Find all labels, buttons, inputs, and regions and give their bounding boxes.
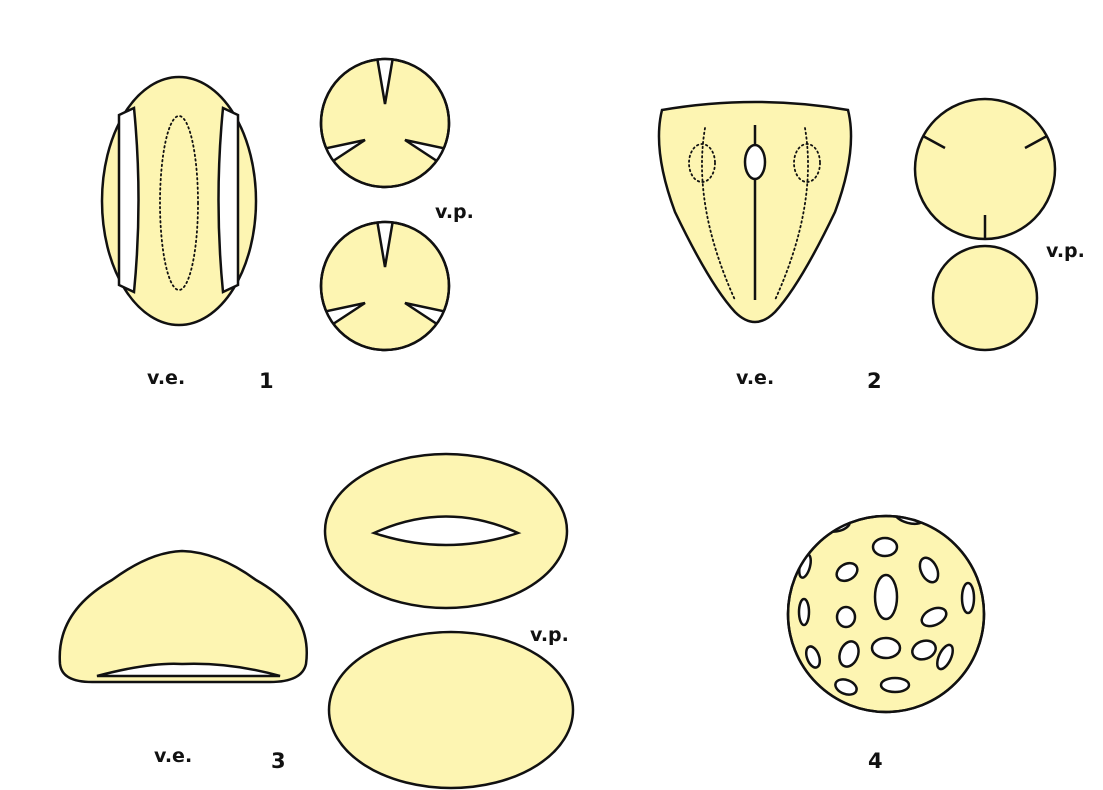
- fig3-number: 3: [271, 749, 286, 773]
- fig3-polar-view-top: [325, 454, 567, 608]
- fig2-polar-view-bottom: [933, 246, 1037, 350]
- fig3-ve-label: v.e.: [154, 745, 192, 767]
- fig1-vp-label: v.p.: [435, 201, 474, 223]
- fig4-number: 4: [868, 749, 883, 773]
- fig1-number: 1: [259, 369, 274, 393]
- fig2-polar-view-top: [915, 99, 1055, 239]
- fig3-vp-label: v.p.: [530, 624, 569, 646]
- fig2-number: 2: [867, 369, 882, 393]
- fig1-ve-label: v.e.: [147, 367, 185, 389]
- colpus-right: [219, 108, 239, 292]
- figure-4: 4: [788, 508, 984, 773]
- fig3-polar-view-bottom: [329, 632, 573, 788]
- fig3-equatorial-view: [60, 551, 307, 682]
- figure-3: v.p. v.e. 3: [60, 454, 573, 788]
- figure-2: v.p. v.e. 2: [659, 99, 1085, 393]
- fig1-polar-view-top: [318, 57, 452, 187]
- fig2-ve-label: v.e.: [736, 367, 774, 389]
- pore-center: [745, 145, 765, 179]
- fig2-equatorial-view: [659, 102, 851, 322]
- colpus-left: [119, 108, 139, 292]
- fig2-vp-label: v.p.: [1046, 240, 1085, 262]
- fig1-polar-view-bottom: [318, 220, 452, 350]
- fig1-equatorial-view: [102, 77, 256, 325]
- fig4-polyporate-grain: [788, 508, 984, 712]
- figure-1: v.p. v.e. 1: [102, 57, 474, 393]
